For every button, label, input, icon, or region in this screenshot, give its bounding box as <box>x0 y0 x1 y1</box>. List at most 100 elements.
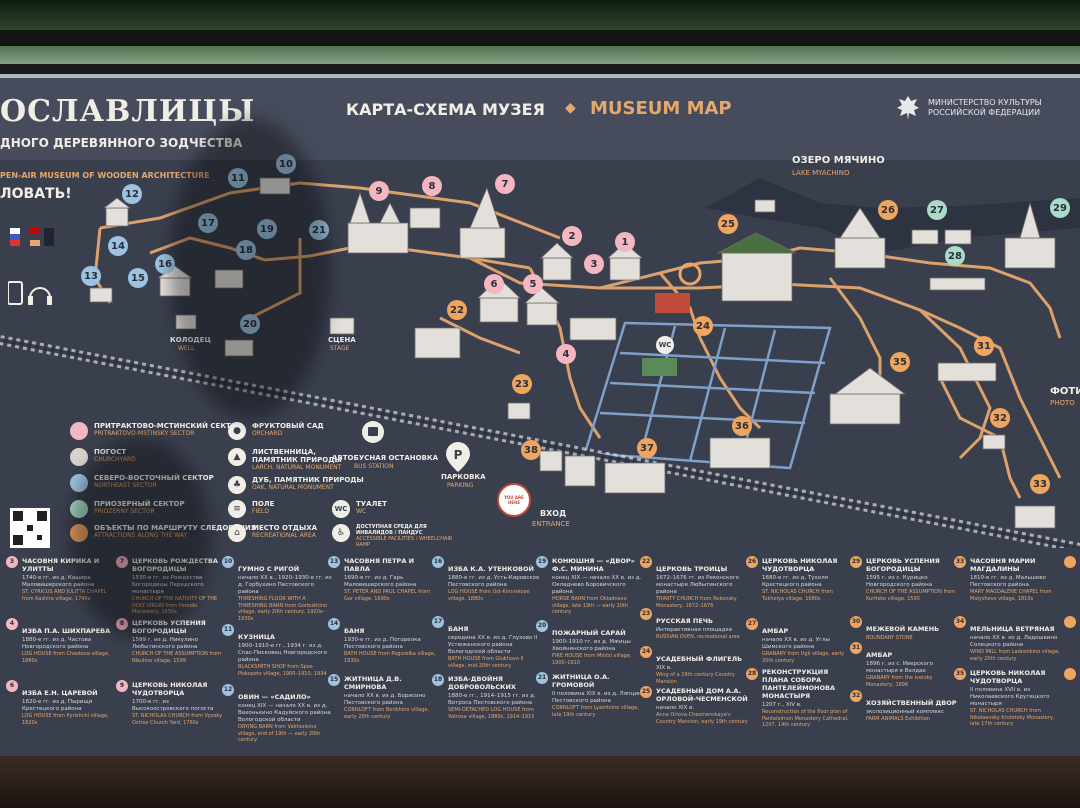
map-marker-26[interactable]: 26 <box>878 200 898 220</box>
map-marker-1[interactable]: 1 <box>615 232 635 252</box>
map-marker-25[interactable]: 25 <box>718 214 738 234</box>
object-desc-ru: экспозиционный комплекс <box>866 709 945 715</box>
map-marker-18[interactable]: 18 <box>236 240 256 260</box>
object-number: 27 <box>746 618 758 630</box>
map-marker-27[interactable]: 27 <box>927 200 947 220</box>
legend-label: ЛИСТВЕННИЦА, ПАМЯТНИК ПРИРОДЫ <box>252 448 342 464</box>
object-desc-en: ST. NICHOLAS CHURCH from Tukholya villag… <box>762 589 833 602</box>
lake-label: ОЗЕРО МЯЧИНО <box>792 155 885 166</box>
map-marker-15[interactable]: 15 <box>128 268 148 288</box>
map-marker-16[interactable]: 16 <box>155 254 175 274</box>
map-marker-33[interactable]: 33 <box>1030 474 1050 494</box>
map-marker-28[interactable]: 28 <box>945 246 965 266</box>
object-title: ЦЕРКОВЬ УСПЕНИЯ БОГОРОДИЦЫ <box>132 619 206 635</box>
object-title: ЦЕРКОВЬ РОЖДЕСТВА БОГОРОДИЦЫ <box>132 557 218 573</box>
map-marker-19[interactable]: 19 <box>257 219 277 239</box>
object-desc-ru: 1880-е гг. из д. Усть-Кировское Пестовск… <box>448 575 540 588</box>
fence-bottom <box>0 756 1080 808</box>
map-marker-29[interactable]: 29 <box>1050 198 1070 218</box>
object-title: АМБАР <box>762 627 789 635</box>
object-desc-en: ST. PETER AND PAUL CHAPEL from Gar villa… <box>344 589 430 602</box>
museum-map-board: ОСЛАВЛИЦЫ ДНОГО ДЕРЕВЯННОГО ЗОДЧЕСТВА КА… <box>0 78 1080 758</box>
map-marker-21[interactable]: 21 <box>309 220 329 240</box>
map-marker-22[interactable]: 22 <box>447 300 467 320</box>
object-number: 15 <box>328 674 340 686</box>
map-marker-14[interactable]: 14 <box>108 236 128 256</box>
object-desc-ru: II половина XIX в. из д. Ляпцино Пестовс… <box>552 691 645 704</box>
object-title: УСАДЕБНЫЙ ДОМ А.А. ОРЛОВОЙ-ЧЕСМЕНСКОЙ <box>656 687 748 703</box>
object-desc-ru: 1599 г. из д. Никулино Любытинского райо… <box>132 637 199 650</box>
object-number: 8 <box>116 618 128 630</box>
object-number: 34 <box>954 616 966 628</box>
object-item: 8 ЦЕРКОВЬ УСПЕНИЯ БОГОРОДИЦЫ 1599 г. из д.… <box>116 618 226 664</box>
object-desc-en: BATH HOUSE from Glukhovo II village, mid… <box>448 656 524 669</box>
map-marker-11[interactable]: 11 <box>228 168 248 188</box>
object-item: 12ОВИН — «САДИЛО»конец XIX — начало XX в… <box>222 684 332 744</box>
map-marker-38[interactable]: 38 <box>521 440 541 460</box>
map-marker-31[interactable]: 31 <box>974 336 994 356</box>
stage-label-en: STAGE <box>330 345 350 352</box>
object-desc-en: DRYING BARN from Vakhonkino village, end… <box>238 724 321 743</box>
map-marker-5[interactable]: 5 <box>523 274 543 294</box>
object-desc-ru: 1672–1676 гг. из Реконского монастыря Лю… <box>656 575 739 595</box>
object-title: МЕЖЕВОЙ КАМЕНЬ <box>866 625 940 633</box>
map-marker-35[interactable]: 35 <box>890 352 910 372</box>
map-marker-37[interactable]: 37 <box>637 438 657 458</box>
object-title: ГУМНО С РИГОЙ <box>238 565 300 573</box>
apple-icon: ● <box>228 422 246 440</box>
map-marker-23[interactable]: 23 <box>512 374 532 394</box>
object-number: 10 <box>222 556 234 568</box>
map-marker-10[interactable]: 10 <box>276 154 296 174</box>
object-desc-en: BLACKSMITH SHOP from Spas-Piskopets vill… <box>238 664 327 677</box>
map-marker-2[interactable]: 2 <box>562 226 582 246</box>
map-marker-12[interactable]: 12 <box>122 184 142 204</box>
object-item <box>1064 668 1080 687</box>
object-desc-en: FARM ANIMALS Exhibition <box>866 716 930 722</box>
map-marker-32[interactable]: 32 <box>990 408 1010 428</box>
map-marker-13[interactable]: 13 <box>81 266 101 286</box>
wc-icon: WC <box>332 500 350 518</box>
object-desc-ru: 1690-е гг. из д. Гарь Маловишерского рай… <box>344 575 417 588</box>
welcome-text: ЛОВАТЬ! <box>0 186 72 202</box>
map-marker-24[interactable]: 24 <box>693 316 713 336</box>
map-marker-20[interactable]: 20 <box>240 314 260 334</box>
object-number: 19 <box>536 556 548 568</box>
map-marker-9[interactable]: 9 <box>369 181 389 201</box>
object-desc-ru: конец XIX — начало XX в. из д. Вахонькин… <box>238 703 331 723</box>
object-desc-ru: 1896 г. из с. Иверского монастыря в Валд… <box>866 661 934 674</box>
legend-label: ОБЪЕКТЫ ПО МАРШРУТУ СЛЕДОВАНИЯ <box>94 524 257 532</box>
map-marker-6[interactable]: 6 <box>484 274 504 294</box>
legend-label-en: NORTHEAST SECTOR <box>94 482 157 489</box>
map-marker-17[interactable]: 17 <box>198 213 218 233</box>
map-marker-36[interactable]: 36 <box>732 416 752 436</box>
map-marker-4[interactable]: 4 <box>556 344 576 364</box>
object-number: 7 <box>116 556 128 568</box>
object-desc-ru: 1680-е гг. из д. Тухоля Крестецкого райо… <box>762 575 828 588</box>
legend-label-en: PRIOZERNY SECTOR <box>94 508 155 515</box>
tree-shadow <box>170 118 330 418</box>
object-title: АМБАР <box>866 651 893 659</box>
map-marker-3[interactable]: 3 <box>584 254 604 274</box>
object-title: ЧАСОВНЯ КИРИКА И УЛИТТЫ <box>22 557 100 573</box>
language-flags <box>10 228 54 246</box>
object-title: ЖИТНИЦА О.А. ГРОМОВОЙ <box>552 673 610 689</box>
map-marker-8[interactable]: 8 <box>422 176 442 196</box>
object-title: ИЗБА-ДВОЙНЯ ДОБРОВОЛЬСКИХ <box>448 675 516 691</box>
legend-swatch <box>70 500 88 518</box>
map-marker-7[interactable]: 7 <box>495 174 515 194</box>
